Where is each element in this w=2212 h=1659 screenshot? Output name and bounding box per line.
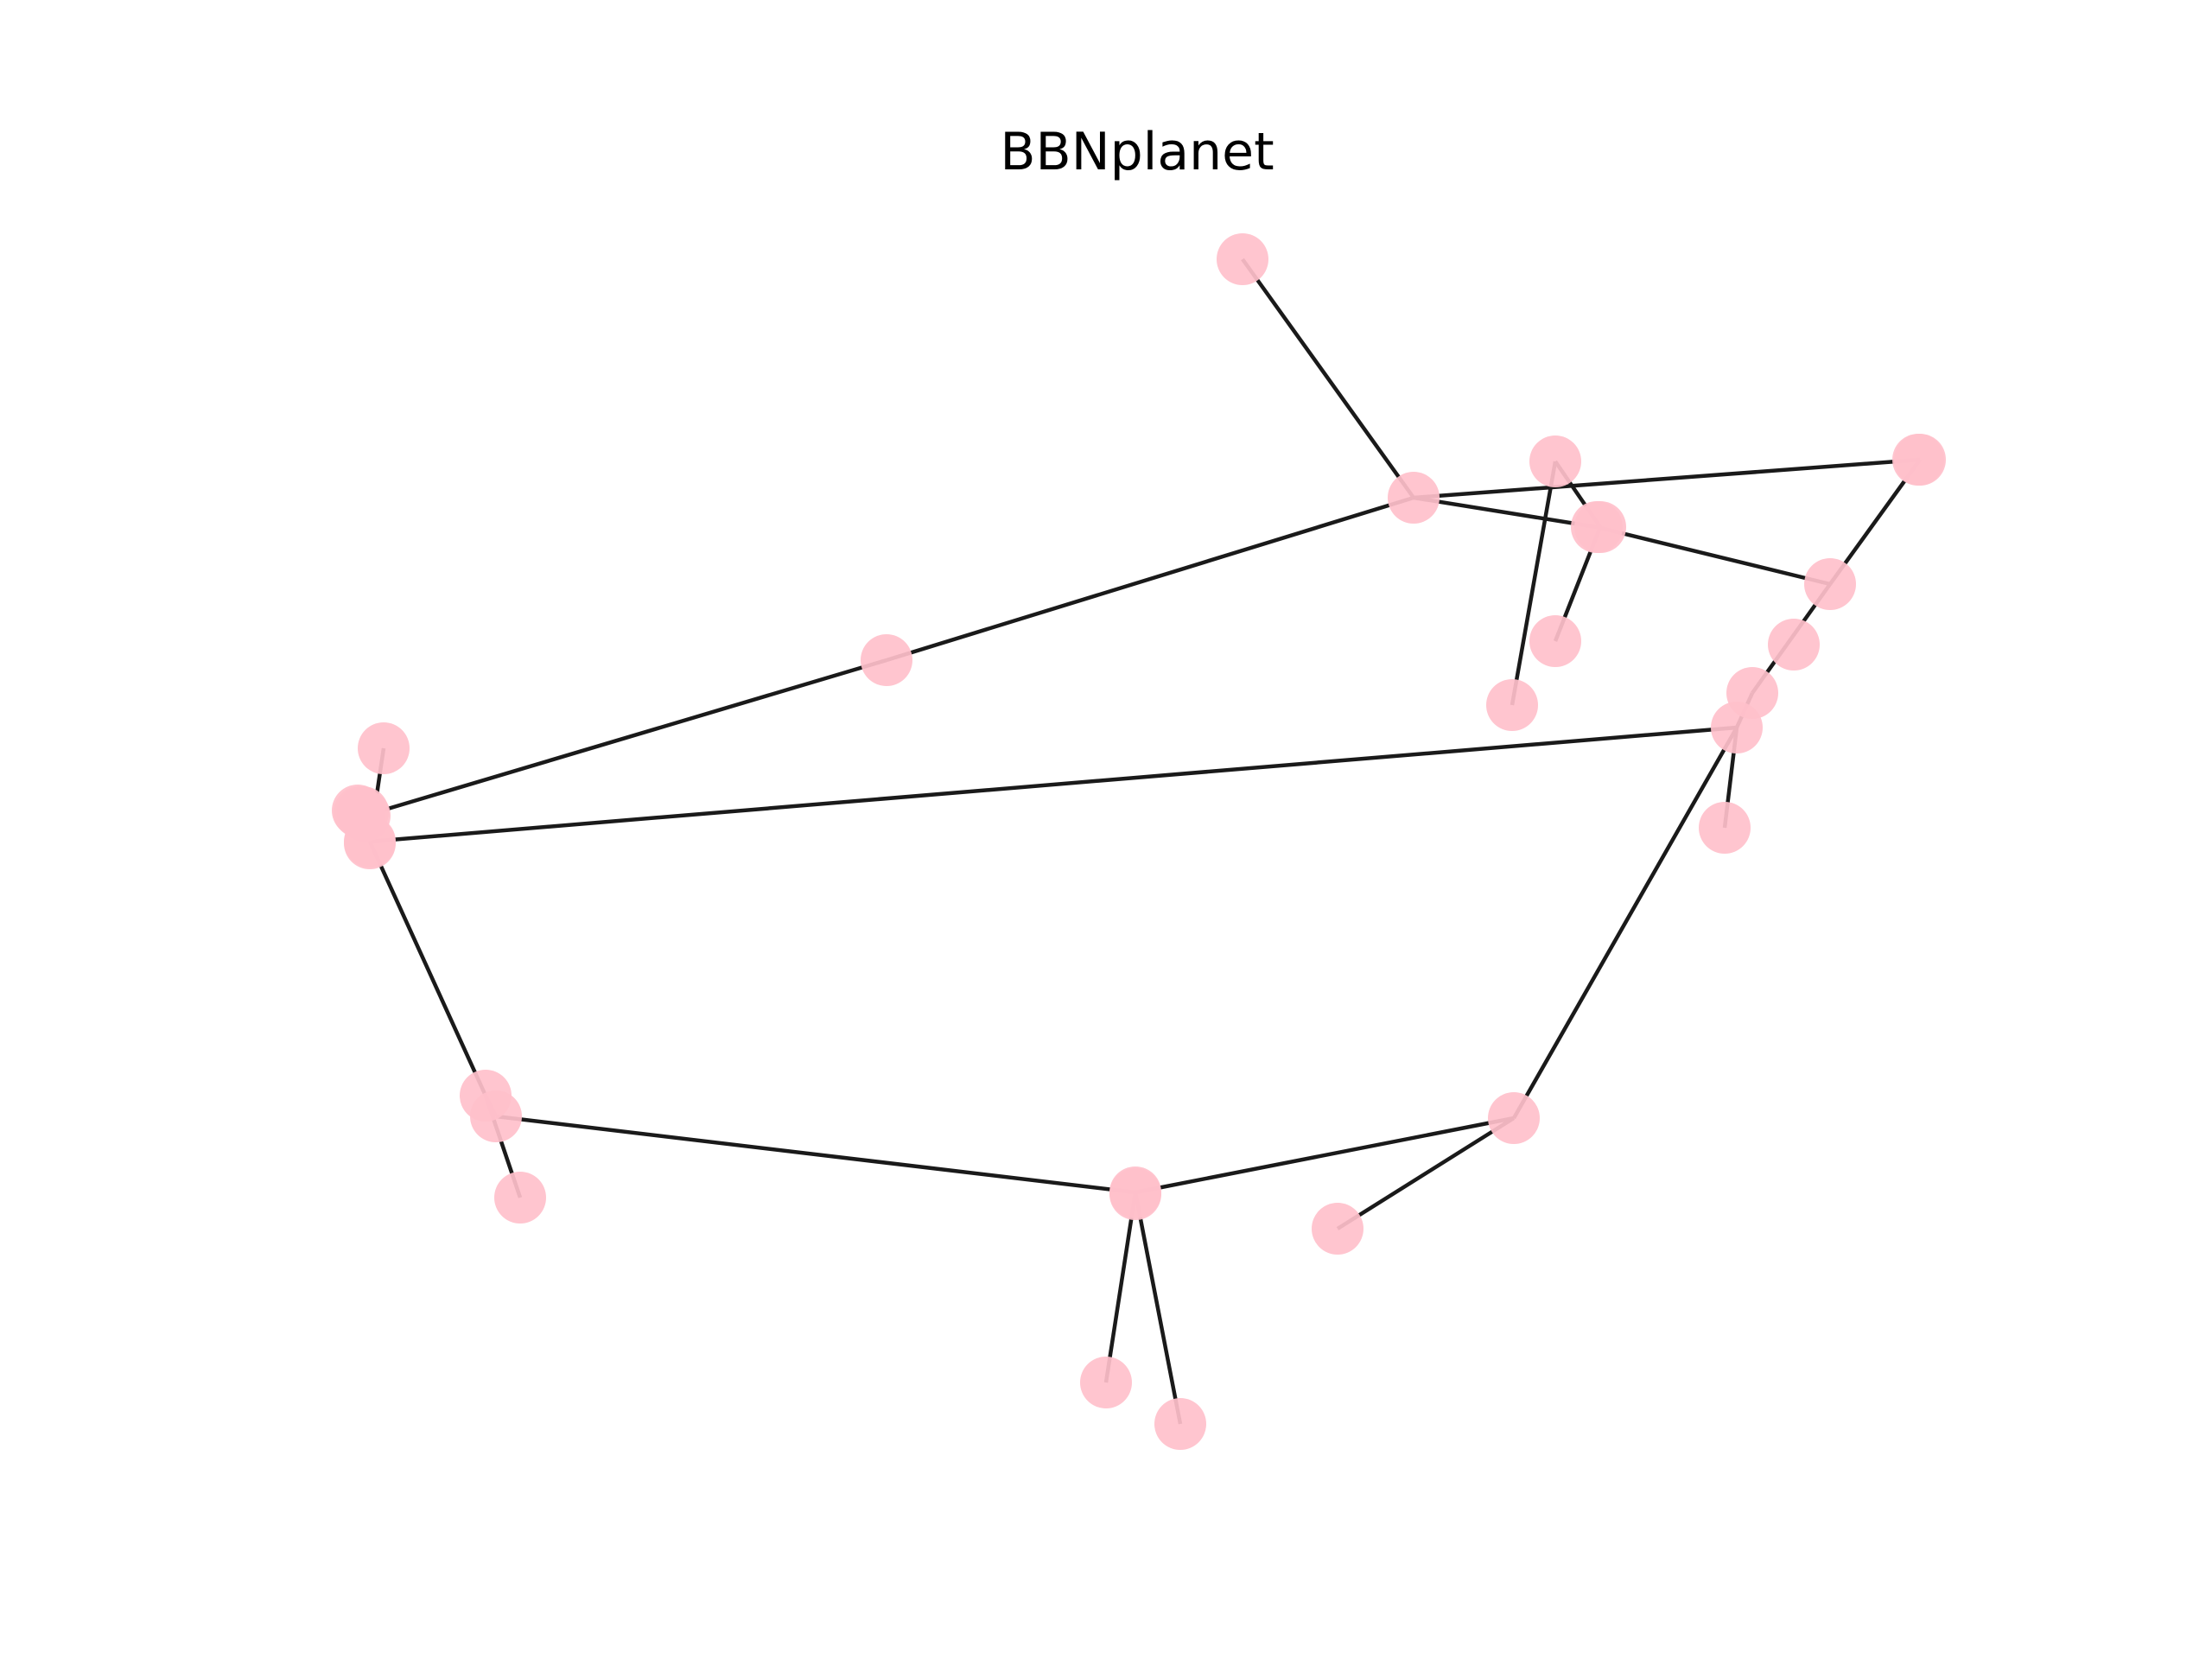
graph-node (1080, 1357, 1132, 1408)
graph-edge (364, 658, 887, 818)
graph-edge (1241, 257, 1415, 499)
graph-node (1109, 1168, 1161, 1220)
graph-node (1388, 472, 1440, 524)
graph-edge (886, 495, 1414, 663)
graph-title: BBNplanet (1000, 122, 1274, 182)
graph-node (1699, 802, 1751, 854)
graph-edge (1413, 495, 1598, 530)
graph-edge (1510, 461, 1558, 706)
graph-node (1486, 679, 1538, 731)
graph-node (1488, 1092, 1540, 1144)
graph-node (1726, 667, 1778, 719)
graph-node (1154, 1398, 1206, 1450)
graph-edge (1413, 457, 1921, 500)
graph-node (1529, 435, 1581, 487)
graph-node (1217, 233, 1268, 285)
graph-edge (1133, 1192, 1183, 1425)
graph-node (1574, 501, 1626, 553)
graph-edge (369, 725, 1738, 844)
graph-node (1892, 434, 1944, 486)
graph-node (344, 817, 396, 869)
graph-node (1804, 558, 1856, 610)
graph-node (494, 1172, 546, 1224)
graph-node (1529, 615, 1581, 667)
graph-edge (1512, 726, 1738, 1120)
graph-node (1768, 619, 1820, 671)
edge-layer (364, 257, 1922, 1425)
graph-edge (1135, 1116, 1515, 1195)
graph-node (1312, 1203, 1363, 1255)
graph-node (358, 722, 410, 774)
graph-edge (1596, 524, 1831, 587)
graph-edge (1336, 1116, 1516, 1230)
node-layer (332, 233, 1946, 1450)
graph-node (470, 1090, 522, 1142)
graph-edge (1103, 1192, 1138, 1383)
graph-node (861, 634, 912, 686)
graph-edge (495, 1114, 1136, 1195)
graph-edge (367, 841, 488, 1096)
